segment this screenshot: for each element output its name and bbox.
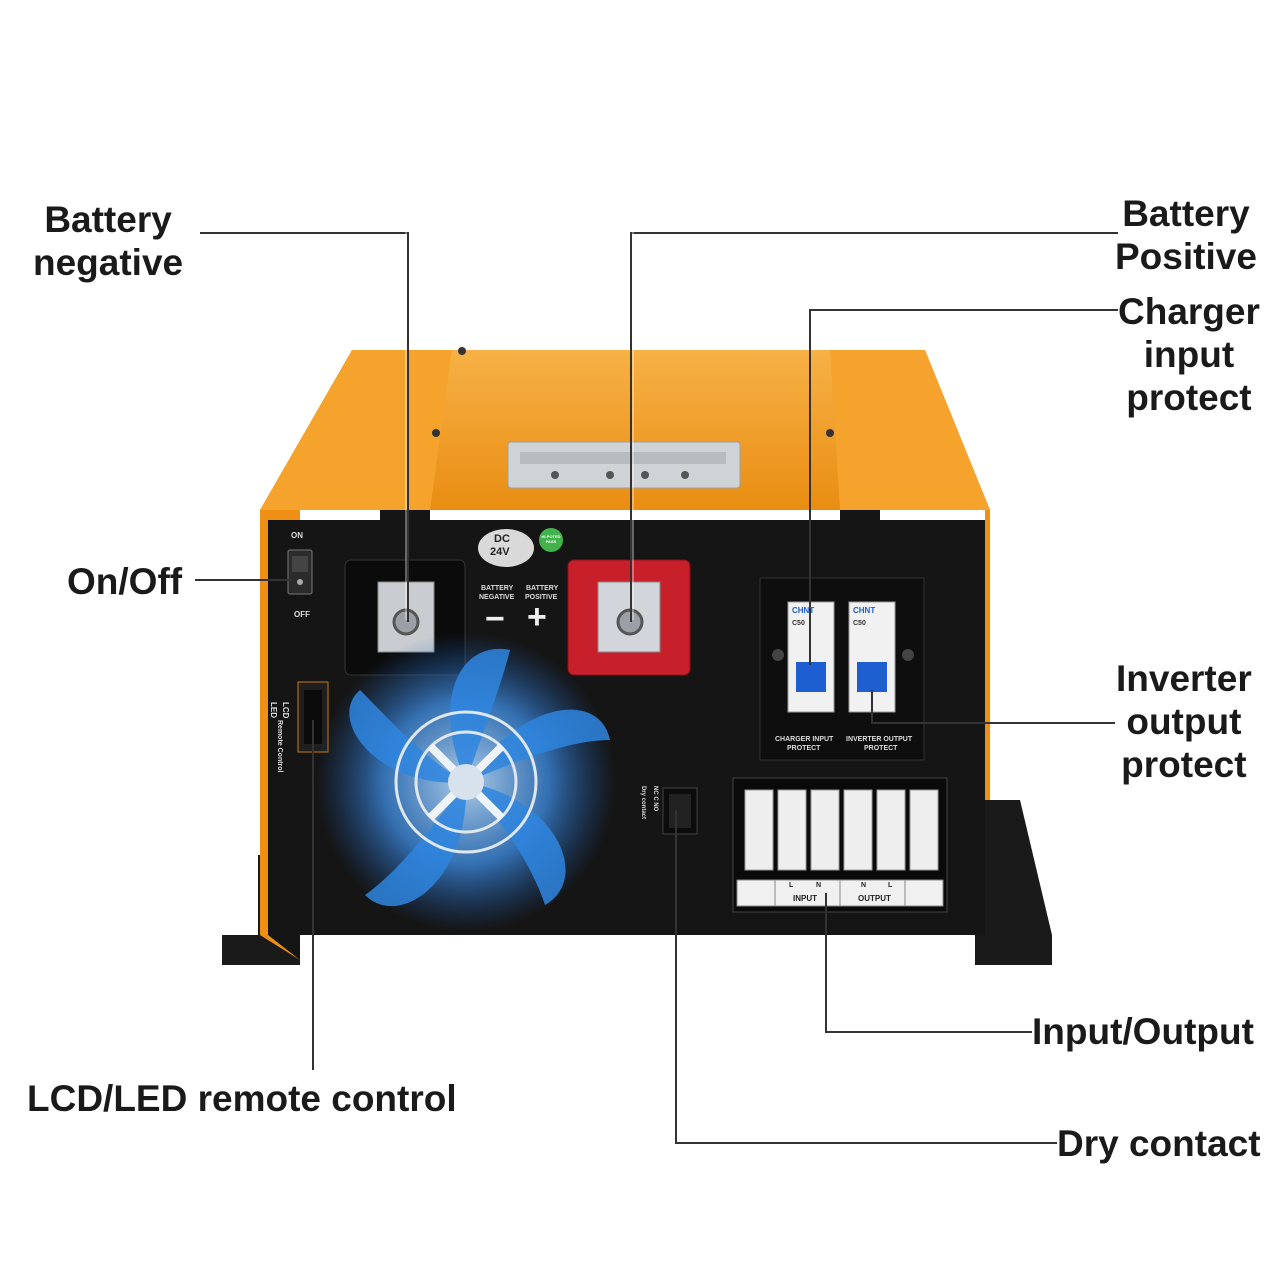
dry-contact-port[interactable] <box>662 787 698 835</box>
terminal-input-label: INPUT <box>793 894 817 903</box>
breaker-rating-1: C50 <box>792 620 805 627</box>
dry-contact-terminals: NC C NO <box>652 786 658 812</box>
callout-inverter-output-protect: Inverter output protect <box>1116 658 1252 785</box>
callout-battery-negative: Battery negative <box>33 199 184 283</box>
breaker-brand-2: CHNT <box>853 606 876 615</box>
hipot-badge-text: HI-POTED PASS <box>541 534 561 544</box>
battery-negative-label-1: BATTERY <box>481 585 514 592</box>
hipot-badge <box>539 528 563 552</box>
callout-battery-positive: Battery Positive <box>1115 193 1257 277</box>
battery-positive-label-2: POSITIVE <box>525 594 558 601</box>
terminal-l1: L <box>789 882 794 889</box>
terminal-n2: N <box>861 882 867 889</box>
callout-input-output: Input/Output <box>1032 1011 1254 1052</box>
cooling-fan <box>316 632 616 932</box>
callout-lcd-led-remote-control: LCD/LED remote control <box>27 1078 457 1119</box>
charger-protect-label-2: PROTECT <box>787 745 821 752</box>
housing-top <box>260 347 990 510</box>
switch-on-label: ON <box>291 531 303 540</box>
battery-positive-terminal[interactable] <box>567 559 691 676</box>
lcd-label: LCD <box>281 702 290 719</box>
led-label: LED <box>269 702 278 718</box>
minus-sign: − <box>485 600 505 638</box>
dc-badge-line1: DC <box>494 533 510 545</box>
terminal-output-label: OUTPUT <box>858 894 891 903</box>
breaker-box <box>759 577 925 761</box>
io-terminal-block[interactable] <box>732 777 948 913</box>
switch-off-label: OFF <box>294 610 310 619</box>
battery-positive-label-1: BATTERY <box>526 585 559 592</box>
breaker-brand-1: CHNT <box>792 606 815 615</box>
remote-control-label: Remote Control <box>276 720 283 773</box>
leader-lines <box>195 232 1118 1144</box>
callout-dry-contact: Dry contact <box>1057 1123 1261 1164</box>
dc-badge <box>478 529 534 567</box>
breaker-rating-2: C50 <box>853 620 866 627</box>
housing-right-side <box>985 510 990 800</box>
terminal-l2: L <box>888 882 893 889</box>
terminal-n1: N <box>816 882 822 889</box>
power-switch[interactable] <box>287 549 313 595</box>
battery-negative-label-2: NEGATIVE <box>479 594 515 601</box>
charger-protect-label-1: CHARGER INPUT <box>775 736 834 743</box>
inverter-protect-label-1: INVERTER OUTPUT <box>846 736 913 743</box>
plus-sign: + <box>527 598 547 636</box>
inverter-protect-label-2: PROTECT <box>864 745 898 752</box>
callout-charger-input-protect: Charger input protect <box>1118 291 1260 418</box>
callout-on-off: On/Off <box>67 561 183 602</box>
dry-contact-caption: Dry contact <box>640 786 646 820</box>
dc-badge-line2: 24V <box>490 546 510 558</box>
